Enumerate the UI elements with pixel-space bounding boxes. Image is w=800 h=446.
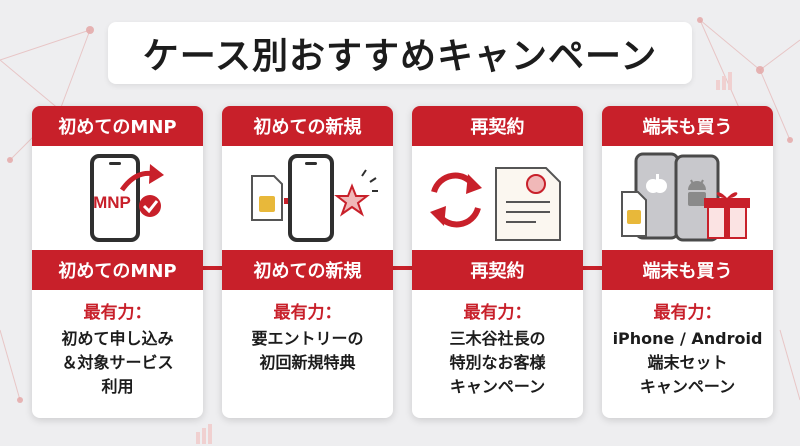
star-icon: [334, 169, 378, 217]
card-subheader: 再契約: [412, 250, 583, 290]
title-banner: ケース別おすすめキャンペーン: [108, 22, 692, 84]
smartphone-icon: [90, 154, 140, 242]
campaign-card-device: 端末も買う 端末も買う: [602, 106, 773, 418]
refresh-icon: [430, 172, 482, 228]
card-header-label: 再契約: [470, 117, 525, 138]
arrow-right-icon: [119, 164, 164, 192]
card-header-label: 初めてのMNP: [58, 117, 177, 138]
apple-icon: [646, 174, 667, 193]
smartphone-icon: [288, 154, 334, 242]
connector-line: [202, 266, 226, 270]
card-body: 最有力： 三木谷社長の 特別なお客様 キャンペーン: [412, 290, 583, 418]
card-header: 初めてのMNP: [32, 106, 203, 146]
best-label: 最有力：: [653, 303, 722, 323]
page-title: ケース別おすすめキャンペーン: [142, 36, 658, 77]
card-body: 最有力： iPhone / Android 端末セット キャンペーン: [602, 290, 773, 418]
campaign-card-new: 初めての新規 初めての新規 最有力： 要エントリーの 初回新規特典: [222, 106, 393, 418]
card-header: 再契約: [412, 106, 583, 146]
recontract-illustration: [430, 167, 561, 241]
card-description: 三木谷社長の 特別なお客様 キャンペーン: [449, 329, 546, 396]
card-header: 端末も買う: [602, 106, 773, 146]
device-purchase-illustration: [621, 152, 750, 242]
new-contract-illustration: [251, 154, 378, 242]
document-icon: [495, 167, 561, 241]
gift-icon: [704, 192, 750, 239]
check-circle-icon: [139, 195, 161, 217]
card-header-label: 初めての新規: [253, 117, 362, 138]
card-body: 最有力： 要エントリーの 初回新規特典: [222, 290, 393, 418]
card-header-label: 端末も買う: [642, 117, 733, 138]
card-body: 最有力： 初めて申し込み ＆対象サービス 利用: [32, 290, 203, 418]
card-subheader-label: 端末も買う: [642, 261, 733, 282]
mnp-badge-text: MNP: [93, 193, 131, 212]
android-icon: [688, 179, 706, 206]
best-label: 最有力：: [463, 303, 532, 323]
card-header: 初めての新規: [222, 106, 393, 146]
best-label: 最有力：: [273, 303, 342, 323]
card-subheader: 端末も買う: [602, 250, 773, 290]
sim-card-icon: [251, 175, 283, 221]
campaign-card-recontract: 再契約 再契約 最有力： 三木谷社長の 特別なお客様 キャンペーン: [412, 106, 583, 418]
sim-card-icon: [621, 191, 647, 237]
card-description: 初めて申し込み ＆対象サービス 利用: [61, 329, 174, 396]
best-label: 最有力：: [83, 303, 152, 323]
connector-line: [392, 266, 416, 270]
card-subheader-label: 初めてのMNP: [58, 261, 177, 282]
card-description: iPhone / Android 端末セット キャンペーン: [612, 329, 763, 396]
campaign-card-mnp: 初めてのMNP MNP 初めてのMNP 最有力： 初めて申し込み ＆対象サービス…: [32, 106, 203, 418]
connector-line: [582, 266, 606, 270]
card-subheader-label: 初めての新規: [253, 261, 362, 282]
card-subheader-label: 再契約: [470, 261, 525, 282]
card-description: 要エントリーの 初回新規特典: [251, 329, 364, 372]
mnp-illustration: MNP: [90, 154, 164, 242]
card-subheader: 初めてのMNP: [32, 250, 203, 290]
card-subheader: 初めての新規: [222, 250, 393, 290]
